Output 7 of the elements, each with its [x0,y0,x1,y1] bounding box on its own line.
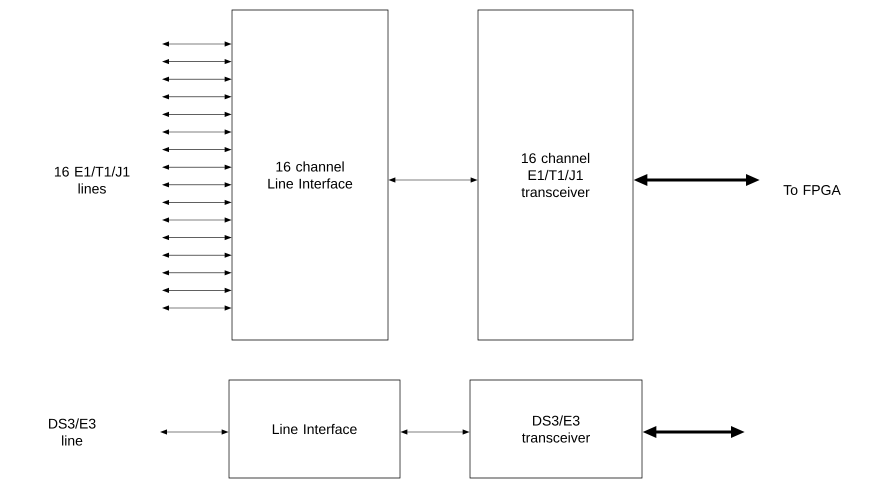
label: 16 E1/T1/J1 lines [54,166,130,194]
block-box: 16 channel E1/T1/J1 transceiver [478,10,634,340]
block-box: DS3/E3 transceiver [470,380,642,478]
block-box: Line Interface [228,380,400,478]
label: To FPGA [784,185,841,195]
block-box: 16 channel Line Interface [232,10,388,340]
label: DS3/E3 line [49,418,96,446]
